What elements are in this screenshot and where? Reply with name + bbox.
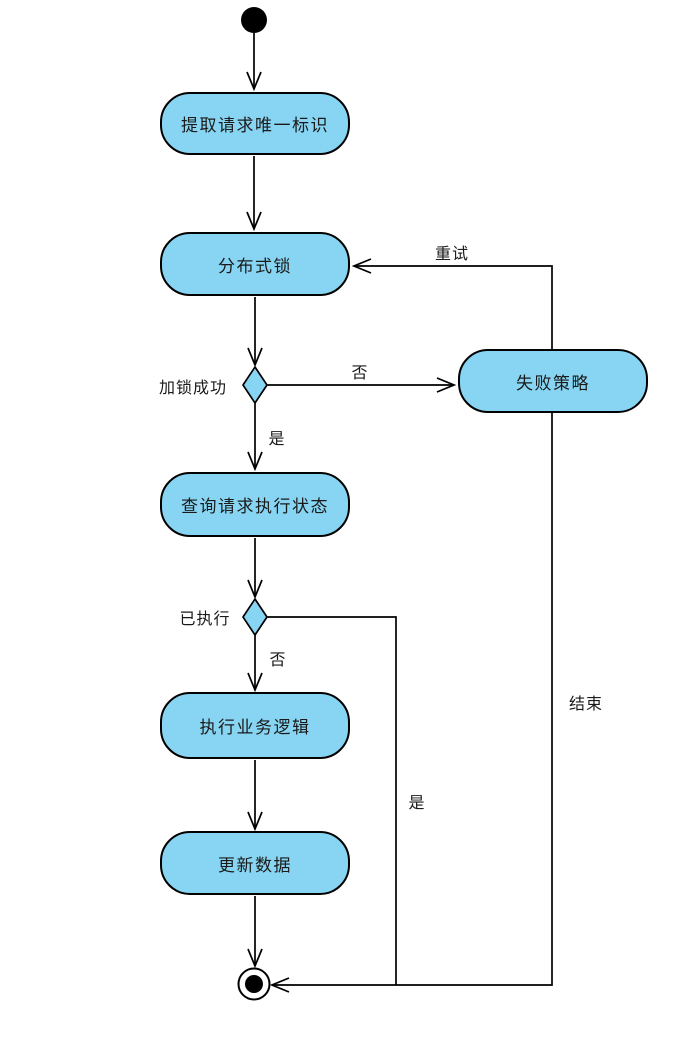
- node-update-data-label: 更新数据: [218, 855, 292, 875]
- node-distributed-lock: 分布式锁: [160, 232, 350, 296]
- node-execute-business-logic: 执行业务逻辑: [160, 692, 350, 759]
- node-distributed-lock-label: 分布式锁: [218, 256, 292, 276]
- edge-label-executed-no: 否: [269, 652, 287, 669]
- node-query-execution-status: 查询请求执行状态: [160, 472, 350, 537]
- edge-executed-yes-branch: [267, 616, 397, 985]
- decision-label-already-executed: 已执行: [179, 611, 231, 628]
- node-update-data: 更新数据: [160, 831, 350, 895]
- initial-node: [241, 7, 267, 33]
- node-query-execution-status-label: 查询请求执行状态: [181, 497, 329, 516]
- decision-lock-acquired: [241, 365, 269, 405]
- edge-label-finish: 结束: [568, 696, 604, 713]
- decision-already-executed: [241, 597, 269, 637]
- decision-label-lock-acquired: 加锁成功: [158, 380, 228, 397]
- edge-label-executed-yes: 是: [408, 795, 426, 812]
- edge-label-lock-no: 否: [351, 365, 369, 382]
- edge-label-retry: 重试: [434, 246, 470, 263]
- node-failure-strategy: 失败策略: [458, 349, 648, 413]
- edge-label-lock-yes: 是: [268, 431, 286, 448]
- node-extract-request-id: 提取请求唯一标识: [160, 92, 350, 155]
- final-node-core: [245, 975, 263, 993]
- edge-fail-strategy-to-end: [272, 413, 553, 985]
- node-failure-strategy-label: 失败策略: [516, 373, 590, 393]
- node-execute-business-logic-label: 执行业务逻辑: [199, 718, 311, 737]
- node-extract-request-id-label: 提取请求唯一标识: [181, 116, 329, 135]
- edge-retry-to-lock: [354, 266, 553, 349]
